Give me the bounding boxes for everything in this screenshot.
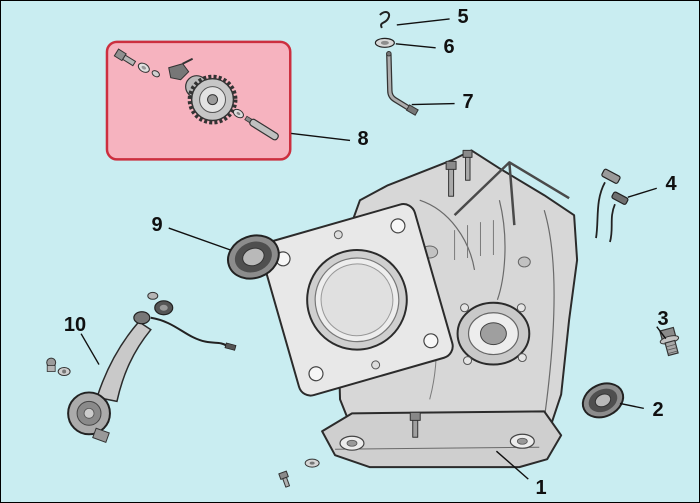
oil-level-switch-assembly-art bbox=[46, 291, 237, 443]
callout-6[interactable]: 6 bbox=[443, 36, 455, 58]
wire-connector-set-art bbox=[595, 168, 629, 243]
callout-2[interactable]: 2 bbox=[652, 399, 664, 421]
callout-5[interactable]: 5 bbox=[457, 6, 469, 28]
highlight-region-camshaft[interactable] bbox=[105, 40, 292, 161]
callout-9[interactable]: 9 bbox=[151, 214, 163, 236]
callout-7[interactable]: 7 bbox=[462, 91, 474, 113]
oil-seal-large-art bbox=[227, 234, 280, 280]
callout-3[interactable]: 3 bbox=[657, 308, 669, 330]
callout-10[interactable]: 10 bbox=[63, 314, 87, 336]
crankcase-art bbox=[260, 149, 579, 488]
camshaft-assembly-art bbox=[113, 48, 279, 141]
leader-lines bbox=[80, 18, 667, 480]
governor-arm-shaft-art bbox=[386, 51, 419, 116]
oil-seal-small-art bbox=[581, 382, 625, 419]
callout-1[interactable]: 1 bbox=[535, 477, 547, 499]
callout-4[interactable]: 4 bbox=[665, 173, 677, 195]
washer-art bbox=[374, 37, 395, 48]
callout-8[interactable]: 8 bbox=[357, 128, 369, 150]
clip-pin-art bbox=[379, 11, 391, 29]
